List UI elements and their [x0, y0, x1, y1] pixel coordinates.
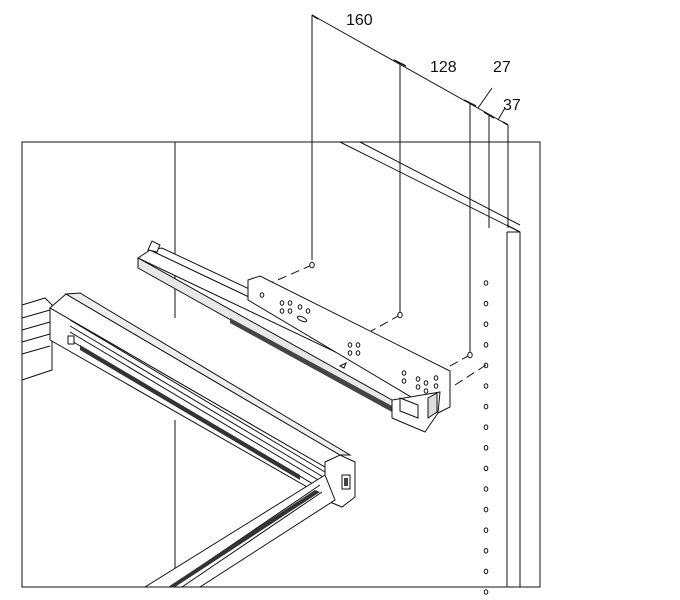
system-hole — [483, 527, 489, 534]
system-hole — [483, 506, 489, 513]
system-hole — [483, 280, 489, 286]
dimension-160-label: 160 — [346, 12, 373, 29]
system-hole — [483, 403, 489, 410]
system-hole — [483, 300, 489, 307]
drawer-frame — [21, 292, 356, 588]
screw-hole-markers — [309, 261, 473, 359]
system-hole — [483, 589, 489, 595]
system-hole — [483, 568, 489, 575]
system-hole — [483, 465, 489, 472]
system-hole — [483, 321, 489, 328]
system-hole — [483, 548, 489, 554]
drawer-runner — [136, 240, 451, 433]
dimension-37-label: 37 — [503, 97, 521, 114]
dimension-128-label: 128 — [430, 59, 457, 76]
dimension-labels: 160 128 27 37 — [346, 12, 521, 114]
system-hole — [483, 424, 489, 431]
dimension-27-label: 27 — [493, 59, 511, 76]
system-hole — [483, 445, 489, 451]
system-hole — [483, 486, 489, 492]
system-holes — [483, 280, 489, 595]
system-hole — [483, 383, 489, 389]
dimension-lines — [311, 14, 509, 352]
system-hole — [483, 342, 489, 348]
